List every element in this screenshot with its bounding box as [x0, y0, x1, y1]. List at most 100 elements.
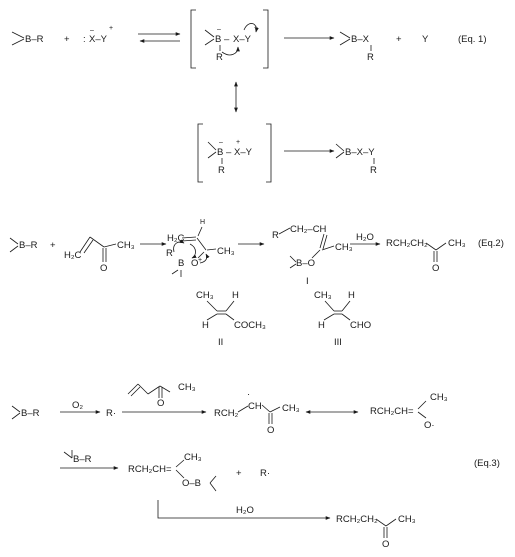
eq2-intermediate-I: R CH₂–CH CH₃ B–O I — [272, 224, 353, 287]
eq2-compound-III: CH₃ H H CHO III — [314, 290, 371, 348]
eq2-III-cho: CHO — [350, 320, 371, 331]
eq2-II-label: II — [218, 337, 223, 348]
eq2-II-h-top: H — [232, 290, 239, 301]
eq1-product-r: R — [367, 52, 374, 63]
eq1-product-y: Y — [422, 34, 429, 45]
eq2-int-ch3: CH₃ — [335, 242, 353, 253]
svg-text::: : — [83, 34, 86, 45]
eq3-enoxy-radical: RCH₂CH= CH₃ O· — [370, 392, 448, 431]
eq1-borane-label: B–R — [25, 34, 44, 45]
eq2-int-num: I — [306, 276, 309, 287]
eq3-borane: B–R — [11, 405, 40, 420]
eq3: B–R O₂ R· CH₃ O RCH₂ · CH CH₃ — [11, 382, 500, 550]
eq3-radical-r2: R· — [260, 468, 270, 479]
eq3-borane-label: B–R — [21, 408, 40, 419]
eq1-alt-complex: B – – X–Y + R — [197, 123, 272, 183]
eq3-enolborane-chain: RCH₂CH= — [128, 464, 172, 475]
eq1-reactant-borane: B–R — [11, 31, 44, 46]
eq1-product: B–X R + Y — [339, 31, 429, 63]
eq2-compound-II: CH₃ H H COCH₃ II — [196, 290, 266, 348]
eq2-III-ch3: CH₃ — [314, 290, 332, 301]
svg-text:–: – — [226, 147, 232, 158]
eq1-complex-xy: X–Y — [233, 34, 252, 45]
svg-text:+: + — [236, 139, 240, 146]
eq1-complex: B – – X–Y + R — [190, 9, 269, 69]
eq1-alt-product-r: R — [370, 165, 377, 176]
eq2: B–R + H₂C CH₃ O H H₂C CH₃ R B — [9, 219, 504, 348]
svg-text:–: – — [224, 34, 230, 45]
eq1-label: (Eq. 1) — [458, 34, 487, 45]
eq3-radical-r: R· — [106, 408, 116, 419]
eq2-II-ch3: CH₃ — [196, 290, 214, 301]
eq2-borane-label: B–R — [19, 240, 38, 251]
eq1-plus: + — [64, 34, 70, 45]
eq1-nucleophile: : X–Y – + — [83, 25, 113, 45]
eq3-plus: + — [236, 468, 242, 479]
eq3-hydrolysis-arrow — [157, 500, 331, 520]
eq2-ts-h2c: H₂C — [167, 233, 185, 244]
eq3-enolborane-ch3: CH₃ — [184, 452, 202, 463]
eq3-enol-o: O· — [424, 420, 435, 431]
eq2-int-bo: B–O — [296, 258, 315, 269]
eq3-product-chain: RCH₂CH₂ — [336, 514, 378, 525]
eq3-rad-ch3: CH₃ — [282, 403, 300, 414]
eq3-water: H₂O — [236, 505, 254, 516]
eq2-label: (Eq.2) — [478, 238, 504, 249]
eq1-alt-complex-r: R — [218, 165, 225, 176]
eq3-product: RCH₂CH₂ CH₃ O — [336, 514, 416, 550]
eq2-III-h-top: H — [348, 290, 355, 301]
eq1-product-bx: B–X — [351, 34, 370, 45]
eq1-complex-r: R — [216, 52, 223, 63]
eq3-reagent-borane: B–R — [63, 450, 92, 465]
eq1-alt-product: B–X–Y R — [335, 143, 377, 176]
eq1-alt-product-label: B–X–Y — [345, 147, 375, 158]
eq2-mvk-ch3: CH₃ — [117, 240, 135, 251]
eq2-product: RCH₂CH₂ CH₃ O — [386, 238, 466, 274]
svg-text:–: – — [217, 26, 221, 33]
eq2-II-h-bottom: H — [202, 320, 209, 331]
eq3-enolborane: RCH₂CH= CH₃ O–B — [128, 452, 217, 492]
eq3-rad-ch: CH — [248, 401, 262, 412]
eq3-label: (Eq.3) — [474, 458, 500, 469]
eq2-ts-ch3: CH₃ — [217, 246, 235, 257]
eq2-product-chain: RCH₂CH₂ — [386, 238, 428, 249]
eq2-ts-o: O — [191, 258, 198, 269]
eq3-rad-chain: RCH₂ — [214, 408, 239, 419]
eq2-III-label: III — [334, 337, 342, 348]
svg-text:B: B — [217, 147, 223, 158]
eq2-product-o: O — [432, 263, 439, 274]
eq3-rad-o: O — [267, 425, 274, 436]
svg-text:–: – — [219, 139, 223, 146]
eq2-product-ch3: CH₃ — [448, 238, 466, 249]
eq3-mvk-o: O — [157, 398, 164, 409]
eq3-mvk: CH₃ O — [127, 382, 196, 409]
svg-text:+: + — [109, 25, 113, 32]
eq3-radical-adduct: RCH₂ · CH CH₃ O — [214, 389, 300, 436]
eq3-enol-chain: RCH₂CH= — [370, 406, 414, 417]
svg-text:+: + — [198, 257, 202, 264]
eq3-enolborane-ob: O–B — [182, 478, 201, 489]
eq2-transition-state: H H₂C CH₃ R B O + — [166, 219, 235, 277]
svg-text:+: + — [396, 34, 402, 45]
eq2-ts-r: R — [166, 248, 173, 259]
eq2-int-ch2ch: CH₂–CH — [290, 224, 327, 235]
eq1-equilibrium-arrow — [138, 32, 181, 43]
svg-text:·: · — [247, 389, 250, 400]
eq2-water: H₂O — [356, 232, 374, 243]
eq1-nucleophile-label: X–Y — [89, 34, 108, 45]
eq3-oxygen: O₂ — [72, 400, 83, 411]
svg-text:B: B — [215, 34, 221, 45]
eq1: B–R + : X–Y – + B – – X–Y + R — [11, 9, 487, 183]
eq3-product-o: O — [382, 539, 389, 550]
eq3-product-ch3: CH₃ — [398, 514, 416, 525]
eq2-ts-b: B — [178, 258, 184, 269]
eq2-plus: + — [50, 240, 56, 251]
eq2-ts-h: H — [200, 219, 205, 226]
eq2-mvk-o: O — [100, 263, 107, 274]
eq2-III-h-bottom: H — [318, 320, 325, 331]
eq3-enol-ch3: CH₃ — [430, 392, 448, 403]
eq2-borane: B–R — [9, 237, 38, 253]
eq2-mvk-h2c: H₂C — [64, 250, 82, 261]
eq1-alt-complex-xy: X–Y — [234, 147, 253, 158]
